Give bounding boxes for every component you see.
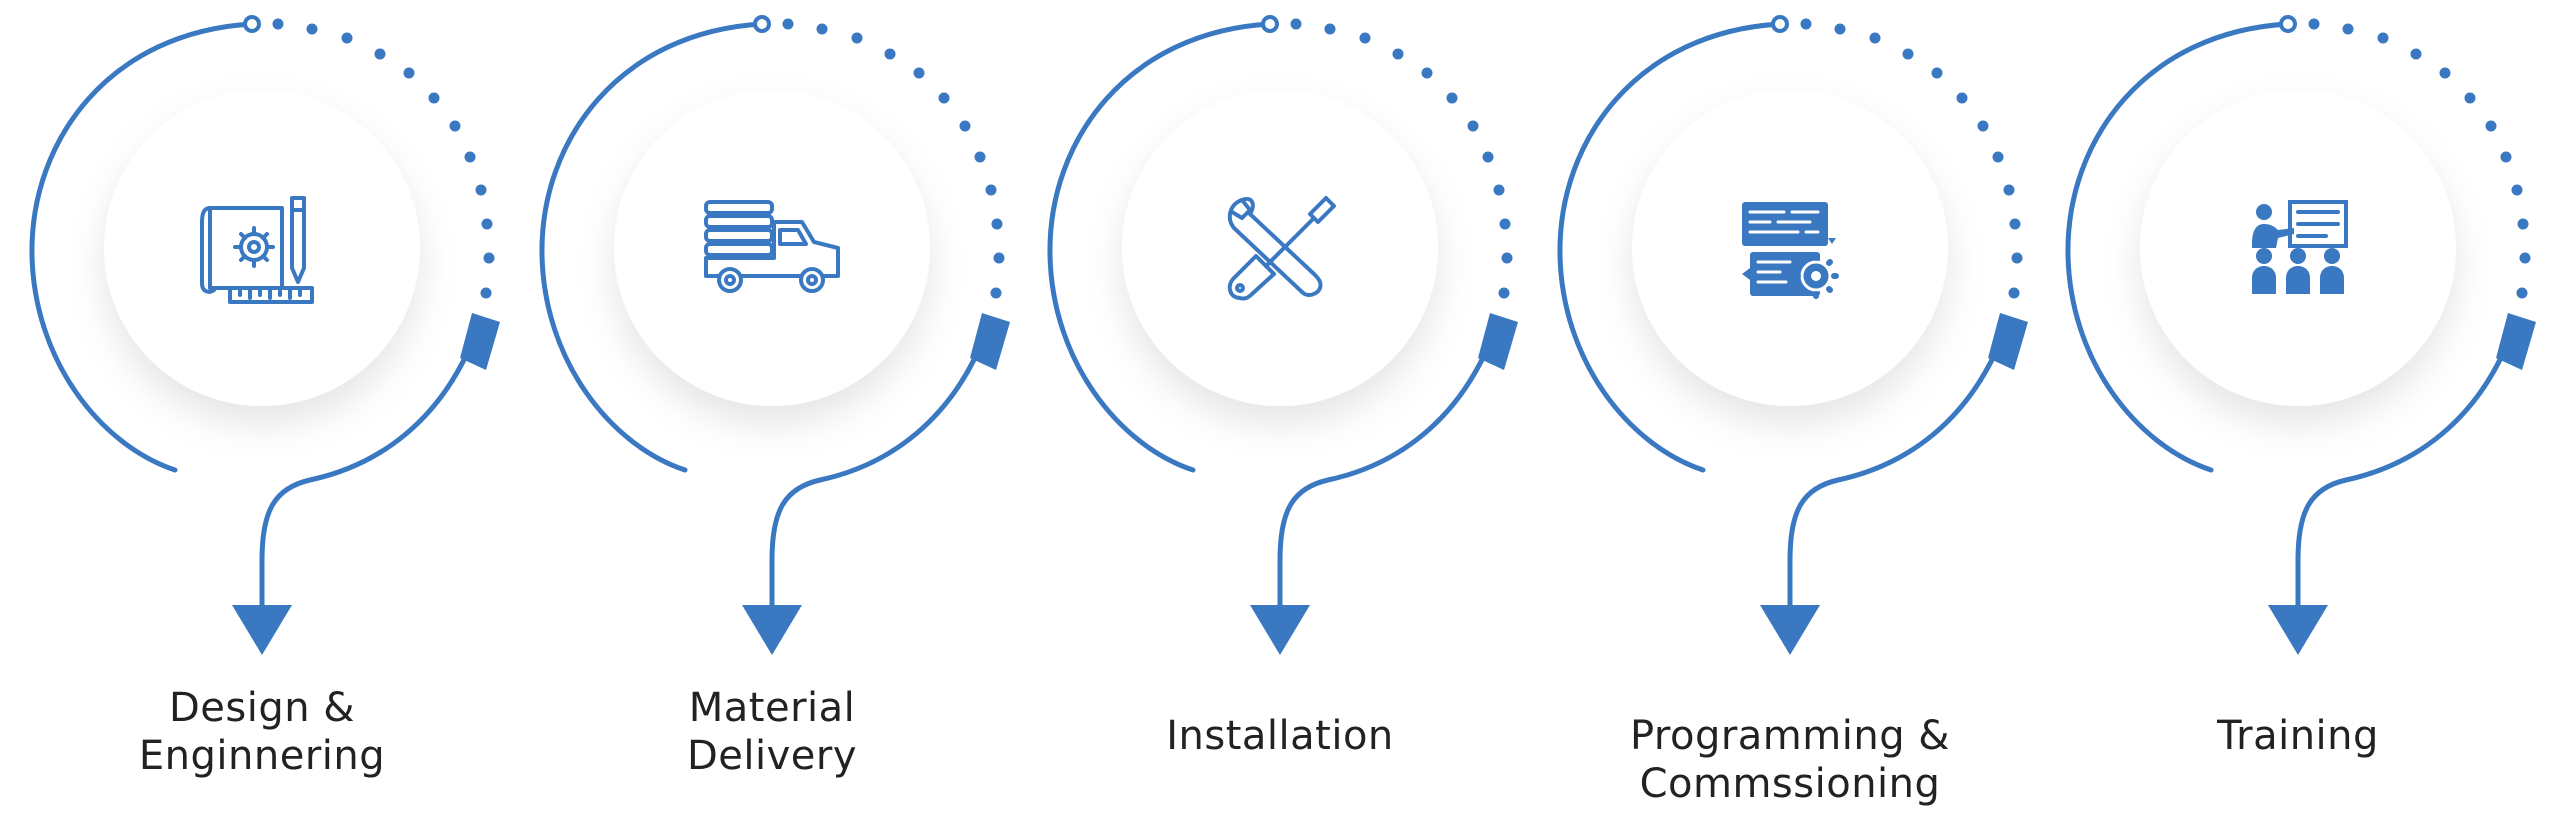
step-label-installation: Installation [1070,712,1490,760]
ring-start-dot [753,15,771,33]
dotted-arc [1800,18,2023,299]
step-ring [1047,21,1494,613]
arrow-down-icon [1250,605,1310,655]
icon-circle [1122,90,1438,406]
icon-circle [104,90,420,406]
ring-start-dot [1261,15,1279,33]
step-label-programming: Programming & Commssioning [1580,712,2000,808]
step-label-design: Design & Enginnering [52,684,472,780]
step-ring [539,21,986,613]
label-line: Delivery [686,733,858,779]
ring-accent-segment [460,313,500,370]
label-line: Training [2217,713,2379,759]
label-line: Programming & [1630,713,1950,759]
ring-start-dot [1771,15,1789,33]
programming-icon [1742,202,1839,299]
arrow-down-icon [742,605,802,655]
blueprint-icon [200,196,314,304]
step-4 [1557,15,2028,655]
dotted-arc [272,18,495,299]
step-ring [29,21,476,613]
ring-accent-segment [970,313,1010,370]
arrow-down-icon [1760,605,1820,655]
label-line: Commssioning [1639,761,1941,807]
icon-circle [1632,90,1948,406]
label-line: Enginnering [138,733,386,779]
step-5 [2065,15,2536,655]
ring-start-dot [243,15,261,33]
label-line: Material [688,685,856,731]
ring-accent-segment [1988,313,2028,370]
dotted-arc [782,18,1005,299]
step-ring [1557,21,2004,613]
step-ring [2065,21,2512,613]
label-line: Installation [1166,713,1394,759]
step-1 [29,15,500,655]
arrow-down-icon [2268,605,2328,655]
arrow-down-icon [232,605,292,655]
tools-icon [1227,196,1336,301]
dotted-arc [1290,18,1513,299]
ring-start-dot [2279,15,2297,33]
ring-accent-segment [2496,313,2536,370]
label-line: Design & [168,685,355,731]
step-label-training: Training [2088,712,2508,760]
truck-icon [704,200,840,293]
training-icon [2252,200,2348,294]
ring-accent-segment [1478,313,1518,370]
step-label-material-delivery: Material Delivery [562,684,982,780]
step-2 [539,15,1010,655]
step-3 [1047,15,1518,655]
dotted-arc [2308,18,2531,299]
